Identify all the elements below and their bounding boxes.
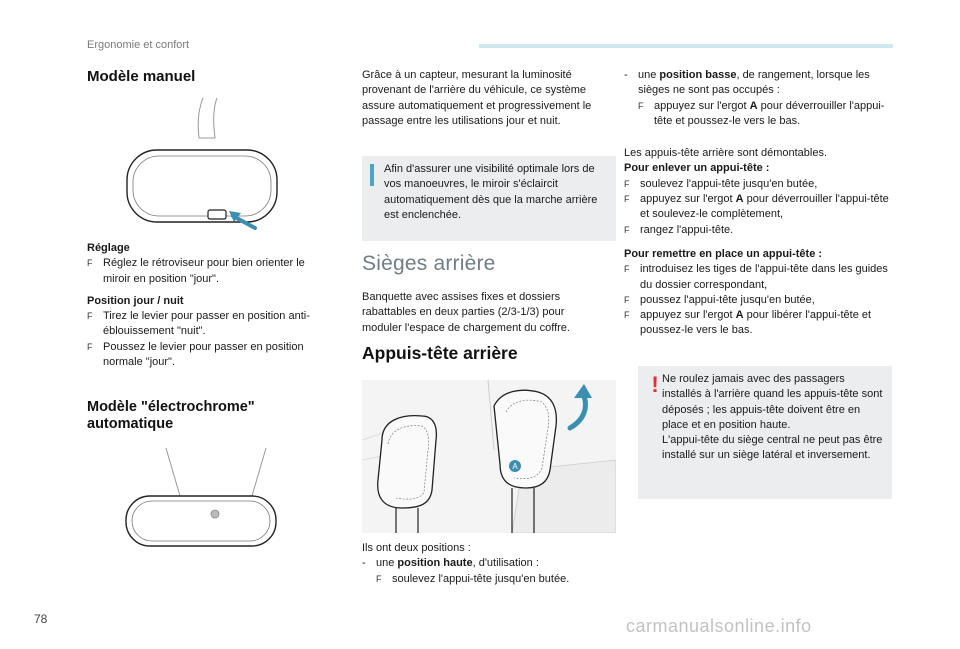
text-fragment: une [638, 69, 660, 81]
remove-step: rangez l'appui-tête. [640, 223, 734, 236]
headrest-illustration: A [362, 380, 616, 533]
bold-fragment: A [749, 99, 758, 112]
list-item: F Tirez le levier pour passer en positio… [87, 309, 327, 340]
heading-rear-seats: Sièges arrière [362, 252, 496, 275]
list-item: F rangez l'appui-tête. [624, 223, 892, 238]
position-basse-text: une position basse, de rangement, lorsqu… [638, 68, 892, 99]
bold-fragment: A [735, 193, 744, 206]
text-fragment: pour déverrouiller l'appui-tête et pouss… [654, 99, 885, 127]
positions-intro: Ils ont deux positions : [362, 542, 471, 554]
list-item: F soulevez l'appui-tête jusqu'en butée. [362, 572, 612, 587]
bullet-glyph: F [624, 310, 630, 321]
list-item: F poussez l'appui-tête jusqu'en butée, [624, 293, 892, 308]
position-haute-item: soulevez l'appui-tête jusqu'en butée. [392, 572, 570, 585]
manual-mirror-illustration [126, 98, 278, 230]
callout-a-label: A [512, 462, 518, 471]
text-fragment: appuyez sur l'ergot [654, 99, 750, 112]
remove-step: appuyez sur l'ergot A pour déverrouiller… [640, 192, 892, 223]
header-accent-bar [479, 44, 893, 48]
list-item: F appuyez sur l'ergot A pour déverrouill… [624, 99, 892, 130]
bullet-glyph: F [624, 178, 630, 189]
position-haute-text: une position haute, d'utilisation : [376, 556, 612, 571]
list-item: F introduisez les tiges de l'appui-tête … [624, 262, 892, 293]
info-box-text: Afin d'assurer une visibilité optimale l… [384, 163, 598, 221]
heading-manual-model: Modèle manuel [87, 68, 196, 85]
bullet-glyph: F [624, 194, 630, 205]
column-3: - une position basse, de rangement, lors… [624, 68, 892, 339]
dash-glyph: - [362, 557, 366, 570]
text-fragment: pour libérer l'appui-tête et poussez-le … [640, 309, 872, 337]
text-fragment: , de rangement, lorsque les sièges ne so… [638, 69, 870, 97]
bold-fragment: A [735, 309, 744, 322]
bullet-glyph: F [87, 341, 93, 352]
list-item: - une position basse, de rangement, lors… [624, 68, 892, 99]
reglage-section: Réglage F Réglez le rétroviseur pour bie… [87, 241, 327, 370]
dash-glyph: - [624, 69, 628, 81]
text-fragment: appuyez sur l'ergot [640, 193, 736, 206]
position-basse-item: appuyez sur l'ergot A pour déverrouiller… [654, 99, 892, 130]
bullet-glyph: F [87, 258, 93, 269]
watermark: carmanualsonline.info [626, 616, 812, 636]
warning-text: Ne roulez jamais avec des passagers inst… [662, 373, 883, 462]
list-item: F appuyez sur l'ergot A pour déverrouill… [624, 192, 892, 223]
position-item: Poussez le levier pour passer en positio… [103, 340, 304, 369]
heading-electrochrome-model: Modèle "électrochrome" automatique [87, 399, 255, 432]
position-item: Tirez le levier pour passer en position … [103, 310, 310, 338]
refit-step: poussez l'appui-tête jusqu'en butée, [640, 293, 815, 306]
list-item: F Réglez le rétroviseur pour bien orient… [87, 256, 327, 287]
refit-step: introduisez les tiges de l'appui-tête da… [640, 263, 888, 291]
bold-fragment: position basse [659, 69, 737, 81]
intro-paragraph: Grâce à un capteur, mesurant la luminosi… [362, 69, 592, 127]
text-fragment: , d'utilisation : [472, 557, 539, 570]
electrochrome-mirror-illustration [125, 448, 277, 547]
text-fragment: appuyez sur l'ergot [640, 309, 736, 322]
refit-step: appuyez sur l'ergot A pour libérer l'app… [640, 308, 892, 339]
list-item: F soulevez l'appui-tête jusqu'en butée, [624, 177, 892, 192]
list-item: F appuyez sur l'ergot A pour libérer l'a… [624, 308, 892, 339]
bullet-glyph: F [624, 224, 630, 235]
remove-step: soulevez l'appui-tête jusqu'en butée, [640, 177, 818, 190]
list-item: F Poussez le levier pour passer en posit… [87, 340, 327, 371]
bullet-glyph: F [87, 311, 93, 322]
bullet-glyph: F [638, 100, 644, 111]
rear-seats-paragraph: Banquette avec assises fixes et dossiers… [362, 291, 570, 334]
section-title: Ergonomie et confort [87, 39, 190, 51]
refit-title: Pour remettre en place un appui-tête : [624, 247, 823, 260]
reglage-item: Réglez le rétroviseur pour bien orienter… [103, 257, 305, 285]
bullet-glyph: F [624, 294, 630, 305]
bold-fragment: position haute [397, 557, 473, 570]
reglage-title: Réglage [87, 242, 130, 254]
bullet-glyph: F [624, 264, 630, 275]
text-fragment: une [376, 557, 398, 570]
positions-section: Ils ont deux positions : - une position … [362, 541, 612, 587]
heading-rear-headrests: Appuis-tête arrière [362, 343, 518, 363]
warning-exclamation-icon: ! [651, 372, 659, 397]
remove-title: Pour enlever un appui-tête : [624, 162, 770, 175]
info-box: Afin d'assurer une visibilité optimale l… [362, 156, 616, 241]
removable-note: Les appuis-tête arrière sont démontables… [624, 147, 828, 160]
list-item: - une position haute, d'utilisation : [362, 556, 612, 571]
warning-box: ! Ne roulez jamais avec des passagers in… [638, 366, 892, 499]
bullet-glyph: F [376, 573, 382, 584]
text-fragment: pour déverrouiller l'appui-tête et soule… [640, 193, 889, 221]
page-number: 78 [34, 612, 48, 626]
position-title: Position jour / nuit [87, 294, 184, 307]
info-flag-icon [370, 164, 374, 186]
